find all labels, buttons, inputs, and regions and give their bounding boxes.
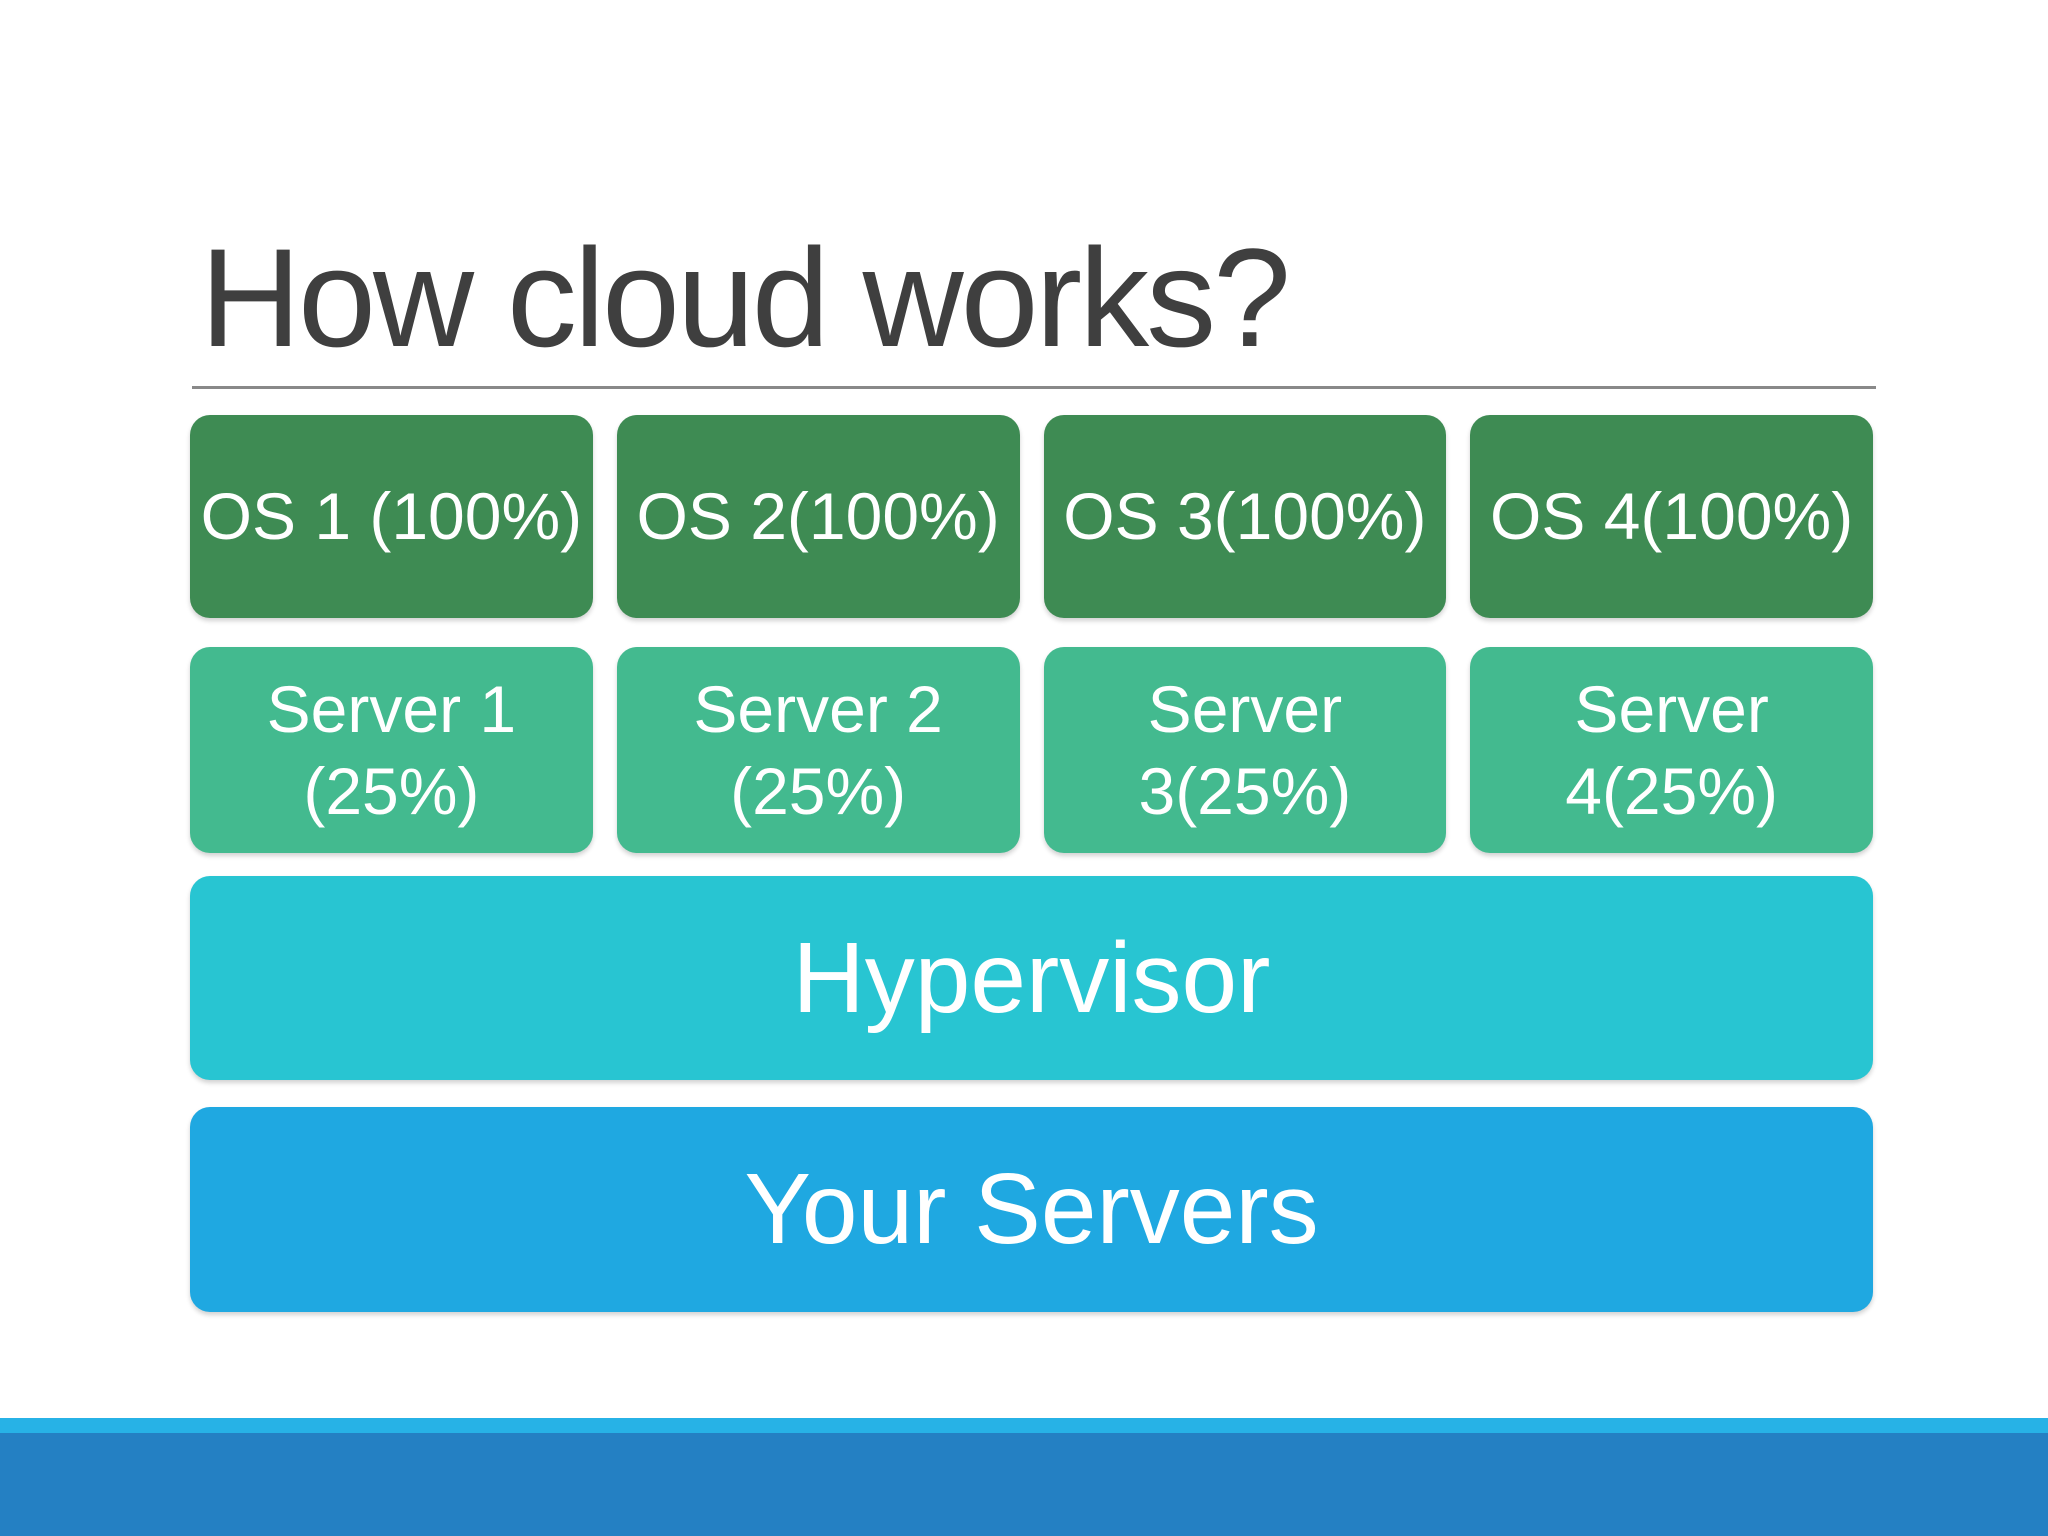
- server-box-1: Server 1 (25%): [190, 647, 593, 853]
- os-box-4: OS 4(100%): [1470, 415, 1873, 618]
- title-underline: [192, 386, 1876, 389]
- footer-bar: [0, 1433, 2048, 1536]
- os-box-3-label: OS 3(100%): [1063, 479, 1427, 554]
- hypervisor-box-label: Hypervisor: [792, 921, 1271, 1034]
- os-box-4-label: OS 4(100%): [1490, 479, 1854, 554]
- server-box-2-label-line1: Server 2: [693, 671, 943, 746]
- os-box-1: OS 1 (100%): [190, 415, 593, 618]
- server-box-3-label-line2: 3(25%): [1138, 754, 1352, 828]
- hypervisor-box: Hypervisor: [190, 876, 1873, 1080]
- server-box-3: Server 3(25%): [1043, 647, 1447, 853]
- footer-accent-strip: [0, 1418, 2048, 1433]
- server-box-2-label-line2: (25%): [730, 754, 907, 828]
- your-servers-box: Your Servers: [190, 1107, 1873, 1312]
- server-box-1-label-line2: (25%): [303, 754, 480, 828]
- your-servers-box-label: Your Servers: [744, 1153, 1319, 1265]
- os-box-1-label: OS 1 (100%): [200, 479, 583, 554]
- server-box-4: Server 4(25%): [1470, 647, 1873, 853]
- server-box-4-label-line1: Server: [1574, 671, 1769, 746]
- server-box-3-label-line1: Server: [1147, 671, 1343, 746]
- server-row: Server 1 (25%) Server 2 (25%) Server 3(2…: [190, 647, 1873, 853]
- os-box-2: OS 2(100%): [616, 415, 1020, 618]
- os-row: OS 1 (100%) OS 2(100%) OS 3(100%) OS 4(1…: [190, 415, 1873, 618]
- server-box-2: Server 2 (25%): [616, 647, 1020, 853]
- server-box-4-label-line2: 4(25%): [1565, 754, 1778, 828]
- os-box-2-label: OS 2(100%): [636, 479, 1000, 554]
- slide-title: How cloud works?: [200, 219, 1291, 376]
- os-box-3: OS 3(100%): [1043, 415, 1447, 618]
- server-box-1-label-line1: Server 1: [266, 671, 517, 746]
